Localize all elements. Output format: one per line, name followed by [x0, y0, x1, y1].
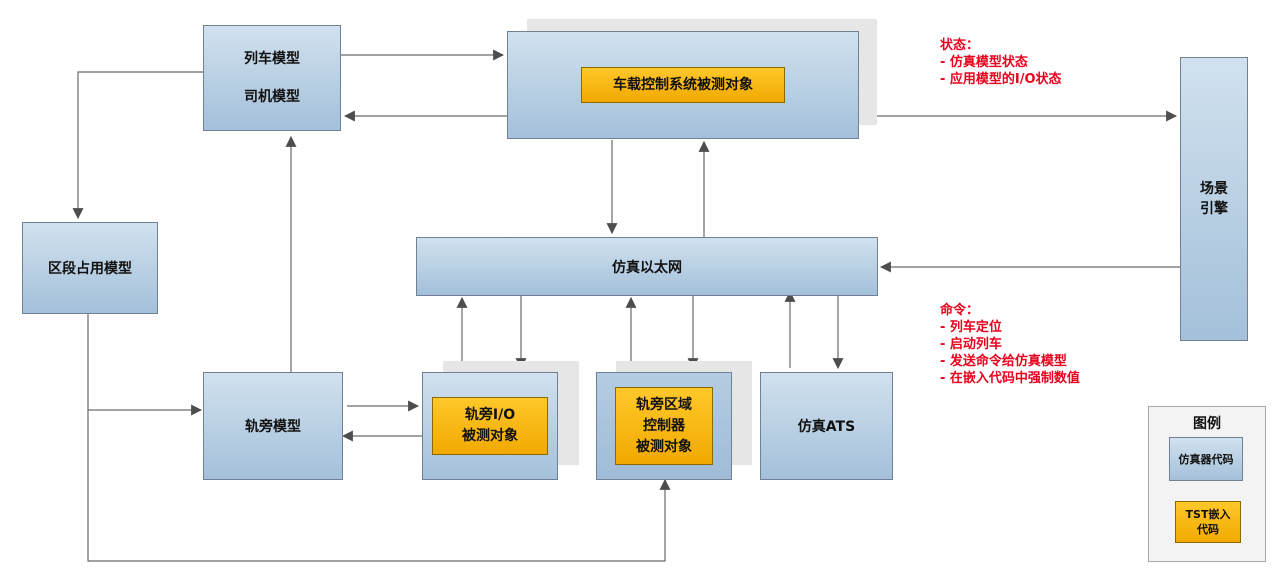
legend-sim-code-label: 仿真器代码: [1178, 453, 1234, 466]
command-item: - 发送命令给仿真模型: [940, 354, 1067, 369]
arrow-section-to-controller: [87, 410, 671, 562]
arrow-section-to-trackside: [87, 313, 203, 416]
status-item: - 仿真模型状态: [940, 55, 1028, 70]
scene-engine-label-2: 引擎: [1200, 201, 1228, 217]
legend-title: 图例: [1193, 416, 1221, 432]
command-item: - 列车定位: [940, 320, 1002, 335]
sim-ethernet-label: 仿真以太网: [612, 259, 682, 276]
sim-ethernet-box: 仿真以太网: [416, 237, 878, 296]
section-occupancy-label: 区段占用模型: [48, 261, 132, 277]
status-title: 状态：: [940, 38, 980, 53]
command-item: - 在嵌入代码中强制数值: [940, 371, 1080, 386]
trackside-model-label: 轨旁模型: [245, 419, 301, 435]
legend-tst-code-swatch: TST嵌入 代码: [1175, 501, 1241, 543]
onboard-test-object: 车载控制系统被测对象: [581, 67, 785, 103]
train-model-label: 列车模型: [244, 51, 300, 67]
trackside-io-label-1: 轨旁I/O: [464, 407, 516, 423]
legend-tst-label-2: 代码: [1197, 523, 1219, 536]
command-item: - 启动列车: [940, 337, 1002, 352]
commands-title: 命令：: [940, 303, 980, 318]
trackside-controller-label-2: 控制器: [643, 417, 685, 434]
trackside-io-test-object: 轨旁I/O 被测对象: [432, 397, 548, 455]
arrow-train-to-section: [72, 71, 203, 220]
section-occupancy-box: 区段占用模型: [22, 222, 158, 314]
scene-engine-box: 场景 引擎: [1180, 57, 1248, 341]
train-driver-model-box: 列车模型 司机模型: [203, 25, 341, 131]
trackside-io-label-2: 被测对象: [462, 428, 518, 444]
driver-model-label: 司机模型: [244, 89, 300, 105]
trackside-model-box: 轨旁模型: [203, 372, 343, 480]
onboard-control-box: 车载控制系统被测对象: [507, 31, 859, 139]
trackside-controller-test-object: 轨旁区域 控制器 被测对象: [615, 387, 713, 465]
sim-ats-box: 仿真ATS: [760, 372, 893, 480]
trackside-controller-label-1: 轨旁区域: [636, 396, 692, 413]
commands-annotation: 命令： - 列车定位 - 启动列车 - 发送命令给仿真模型 - 在嵌入代码中强制…: [940, 302, 1080, 387]
scene-engine-label-1: 场景: [1200, 181, 1228, 197]
status-annotation: 状态： - 仿真模型状态 - 应用模型的I/O状态: [940, 37, 1062, 88]
onboard-label: 车载控制系统被测对象: [613, 76, 753, 93]
legend: 图例 仿真器代码 TST嵌入 代码: [1148, 406, 1266, 562]
trackside-controller-label-3: 被测对象: [636, 438, 692, 455]
sim-ats-label: 仿真ATS: [797, 419, 856, 435]
trackside-controller-box: 轨旁区域 控制器 被测对象: [596, 372, 732, 480]
legend-tst-label-1: TST嵌入: [1185, 508, 1231, 521]
trackside-io-box: 轨旁I/O 被测对象: [422, 372, 558, 480]
legend-sim-code-swatch: 仿真器代码: [1169, 437, 1243, 481]
status-item: - 应用模型的I/O状态: [940, 72, 1062, 87]
